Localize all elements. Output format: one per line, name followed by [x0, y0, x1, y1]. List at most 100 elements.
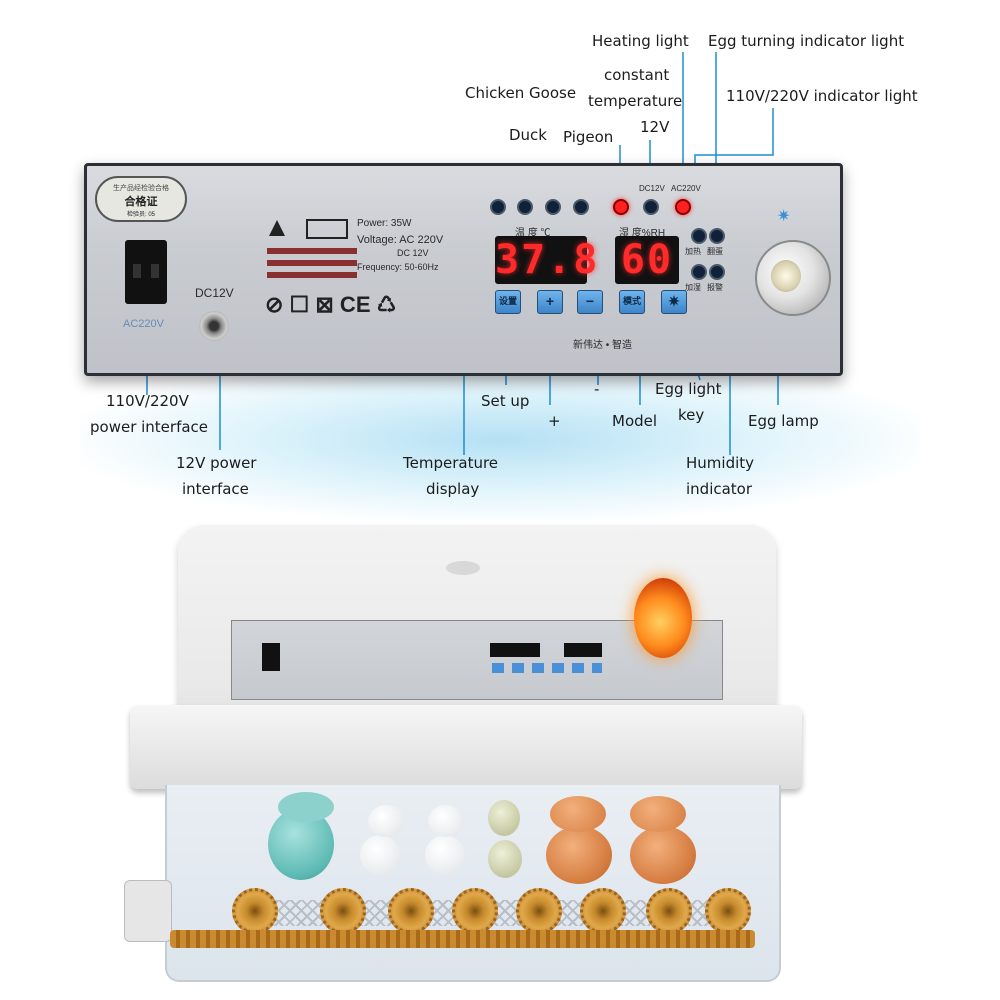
callout-power-interface-line2: power interface	[90, 418, 209, 436]
egg-white	[360, 835, 400, 875]
voltage-spec: Voltage: AC 220V	[357, 234, 444, 246]
certificate-seal: 生产品经检验合格 合格证 检验员: 05	[95, 176, 187, 222]
callout-12v: 12V	[640, 118, 670, 136]
minus-button[interactable]: −	[577, 290, 603, 314]
led-chicken-goose	[490, 199, 506, 215]
incubator-rim	[130, 705, 802, 789]
callout-egg-light-key-line1: Egg light	[655, 380, 722, 398]
led-humidifying	[691, 264, 707, 280]
humidity-display: 60	[615, 236, 679, 284]
callout-duck: Duck	[509, 126, 547, 144]
egg-lamp[interactable]	[755, 240, 831, 316]
led-constant-temperature	[613, 199, 629, 215]
brand-text: 新伟达 • 智造	[573, 340, 633, 351]
callout-humidity-line1: Humidity	[686, 454, 755, 472]
callout-constant-temp-line2: temperature	[588, 92, 683, 110]
led-egg-turning	[709, 228, 725, 244]
plug-warning-icon	[269, 220, 285, 236]
egg-white	[425, 835, 465, 875]
egg-brown	[630, 826, 696, 884]
callout-heating-light: Heating light	[592, 32, 689, 50]
callout-temp-display-line2: display	[426, 480, 480, 498]
gear-icon	[232, 888, 278, 934]
bulb-icon	[771, 260, 801, 292]
callout-egg-lamp: Egg lamp	[748, 412, 819, 430]
certification-marks: ⊘ ☐ ⊠ CE ♺	[265, 292, 397, 317]
gear-icon	[388, 888, 434, 934]
gear-icon	[516, 888, 562, 934]
temp-header: 温 度 ℃	[515, 228, 551, 239]
led-heating	[691, 228, 707, 244]
gear-icon	[705, 888, 751, 934]
callout-110-220v-indicator: 110V/220V indicator light	[726, 87, 918, 105]
led-goose	[573, 199, 589, 215]
certificate-bottom-text: 检验员: 05	[126, 212, 155, 218]
callout-chicken-goose: Chicken Goose	[465, 84, 577, 102]
gear-icon	[320, 888, 366, 934]
sun-icon: ✷	[668, 293, 680, 309]
mini-socket	[262, 643, 280, 671]
humidity-header: 湿 度%RH	[619, 228, 666, 239]
label-alarm: 报警	[707, 283, 723, 292]
egg-white	[428, 805, 464, 837]
temperature-display: 37.8	[495, 236, 600, 284]
egg-light-button[interactable]: ✷	[661, 290, 687, 314]
turning-rack	[170, 930, 755, 948]
led-alarm	[709, 264, 725, 280]
vent-hole	[446, 561, 480, 575]
callout-power-interface-line1: 110V/220V	[106, 392, 189, 410]
egg-brown	[546, 826, 612, 884]
dc-spec: DC 12V	[397, 248, 429, 258]
ac220v-led-label: AC220V	[671, 184, 701, 193]
plus-button[interactable]: +	[537, 290, 563, 314]
callout-constant-temp-line1: constant	[604, 66, 670, 84]
egg-quail	[488, 800, 520, 836]
certificate-main-text: 合格证	[124, 196, 158, 208]
egg-tray	[165, 785, 781, 982]
gear-icon	[580, 888, 626, 934]
callout-minus: -	[594, 380, 600, 398]
dc-power-jack	[199, 311, 229, 341]
dc12v-label: DC12V	[195, 286, 234, 300]
battery-icon	[306, 219, 348, 239]
certificate-top-text: 生产品经检验合格	[113, 185, 169, 192]
label-humidifying: 加湿	[685, 283, 701, 292]
callout-pigeon: Pigeon	[563, 128, 614, 146]
led-12v	[643, 199, 659, 215]
egg-white	[368, 805, 404, 837]
callout-humidity-line2: indicator	[686, 480, 753, 498]
candled-egg	[634, 578, 692, 658]
callout-egg-turning-indicator: Egg turning indicator light	[708, 32, 905, 50]
callout-model: Model	[612, 412, 658, 430]
egg-brown	[550, 796, 606, 832]
led-duck	[517, 199, 533, 215]
callout-set-up: Set up	[481, 392, 530, 410]
led-110-220v	[675, 199, 691, 215]
label-heating: 加热	[685, 247, 701, 256]
mini-temp-display	[490, 643, 540, 657]
frequency-spec: Frequency: 50-60Hz	[357, 262, 439, 272]
callout-egg-light-key-line2: key	[678, 406, 705, 424]
mini-buttons	[492, 663, 602, 673]
callout-plus: +	[548, 412, 561, 430]
water-inlet	[124, 880, 172, 942]
callout-12v-power-line2: interface	[182, 480, 249, 498]
mini-humidity-display	[564, 643, 602, 657]
gear-icon	[646, 888, 692, 934]
egg-brown	[630, 796, 686, 832]
callout-12v-power-line1: 12V power	[176, 454, 257, 472]
dc12v-led-label: DC12V	[639, 184, 665, 193]
ac-power-socket	[125, 240, 167, 304]
led-pigeon	[545, 199, 561, 215]
warning-icons	[267, 219, 357, 278]
control-panel: 生产品经检验合格 合格证 检验员: 05 AC220V DC12V Power:…	[84, 163, 843, 376]
label-egg-turning: 翻蛋	[707, 247, 723, 256]
ac220v-label: AC220V	[123, 318, 164, 330]
model-button[interactable]: 模式	[619, 290, 645, 314]
setup-button[interactable]: 设置	[495, 290, 521, 314]
egg-blue-back	[278, 792, 334, 822]
egg-quail	[488, 840, 522, 878]
power-spec: Power: 35W	[357, 218, 412, 229]
egg-lamp-icon: ✷	[777, 208, 791, 225]
callout-temp-display-line1: Temperature	[403, 454, 499, 472]
